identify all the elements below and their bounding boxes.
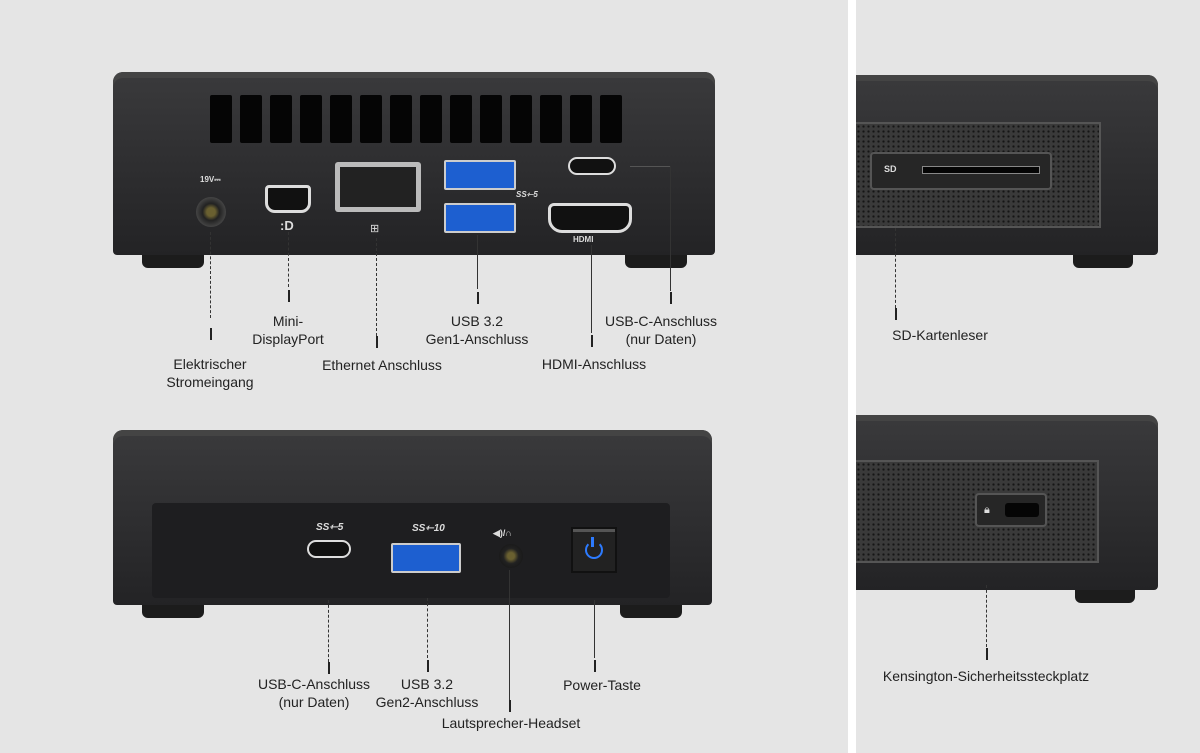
kensington-slot: 🔒︎ <box>975 493 1047 527</box>
label-kensington: Kensington-Sicherheitssteckplatz <box>882 668 1090 684</box>
vent-slot <box>270 95 292 143</box>
leader-line <box>986 585 987 647</box>
tick <box>427 660 429 672</box>
tick <box>477 292 479 304</box>
vent-slot <box>510 95 532 143</box>
vent-slot <box>450 95 472 143</box>
usb-c-front <box>307 540 351 558</box>
leader-line <box>427 598 428 658</box>
label-usbc-rear: USB-C-Anschluss(nur Daten) <box>604 313 718 347</box>
power-button[interactable] <box>571 527 617 573</box>
ethernet-port <box>335 162 421 212</box>
leader-line <box>509 570 510 700</box>
superspeed-10-icon: SS⇽10 <box>412 523 445 534</box>
vent-slot <box>390 95 412 143</box>
dc-label: 19V⎓ <box>200 175 221 184</box>
leader-line <box>328 600 329 662</box>
mini-displayport <box>265 185 311 213</box>
tick <box>376 336 378 348</box>
vent-slot <box>600 95 622 143</box>
vent-slot <box>210 95 232 143</box>
vent-slot <box>480 95 502 143</box>
tick <box>591 335 593 347</box>
vent-slot <box>360 95 382 143</box>
leader-line <box>591 245 592 333</box>
foot <box>1073 255 1133 268</box>
leader-line <box>630 166 670 167</box>
label-hdmi: HDMI-Anschluss <box>541 356 647 372</box>
label-power-button: Power-Taste <box>563 677 641 693</box>
tick <box>509 700 511 712</box>
tick <box>895 308 897 320</box>
foot <box>142 605 204 618</box>
tick <box>670 292 672 304</box>
vents <box>210 95 622 143</box>
vent-slot <box>570 95 592 143</box>
leader-line <box>895 228 896 308</box>
tick <box>328 662 330 674</box>
leader-line <box>288 232 289 287</box>
usb-a-gen2-port <box>391 543 461 573</box>
label-sd-reader: SD-Kartenleser <box>892 327 988 343</box>
hdmi-port <box>548 203 632 233</box>
tick <box>210 328 212 340</box>
usb-a-port-1 <box>444 160 516 190</box>
foot <box>142 255 204 268</box>
vent-slot <box>540 95 562 143</box>
lock-icon: 🔒︎ <box>984 504 990 516</box>
label-headset: Lautsprecher-Headset <box>441 715 581 731</box>
audio-jack <box>499 544 523 568</box>
superspeed-icon: SS⇽5 <box>516 190 538 199</box>
leader-line <box>670 166 671 291</box>
usb-c-rear <box>568 157 616 175</box>
vent-slot <box>240 95 262 143</box>
vent-slot <box>420 95 442 143</box>
label-ethernet: Ethernet Anschluss <box>322 357 442 373</box>
leader-line <box>594 600 595 658</box>
sd-icon: SD <box>884 164 897 174</box>
usb-a-port-2 <box>444 203 516 233</box>
displayport-icon: :D <box>280 218 294 233</box>
tick <box>594 660 596 672</box>
network-icon: ⊞ <box>370 223 380 235</box>
superspeed-5-icon: SS⇽5 <box>316 522 344 533</box>
foot <box>625 255 687 268</box>
tick <box>986 648 988 660</box>
leader-line <box>210 232 211 318</box>
sd-card-slot: SD <box>870 152 1052 190</box>
hdmi-logo: HDMI <box>573 235 594 244</box>
audio-headset-icon: ◀)/∩ <box>493 528 512 538</box>
label-mini-displayport: Mini-DisplayPort <box>252 313 324 347</box>
power-icon <box>585 537 603 559</box>
vent-slot <box>300 95 322 143</box>
leader-line <box>376 238 377 336</box>
dc-jack <box>196 197 226 227</box>
foot <box>620 605 682 618</box>
vent-slot <box>330 95 352 143</box>
label-usbc-front: USB-C-Anschluss(nur Daten) <box>257 676 371 710</box>
foot <box>1075 590 1135 603</box>
leader-line <box>477 235 478 289</box>
tick <box>288 290 290 302</box>
